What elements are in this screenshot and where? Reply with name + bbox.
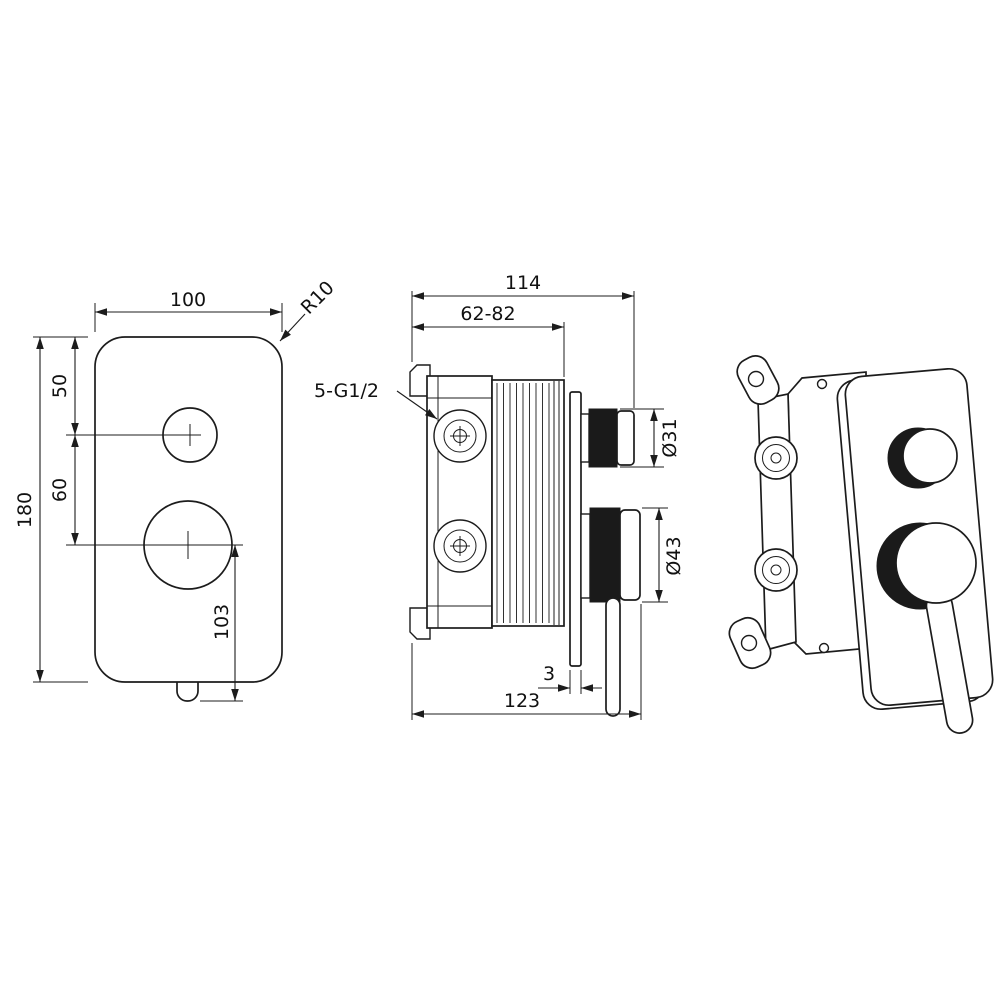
side-large-handle — [580, 507, 641, 717]
dim-lever-length: 103 — [193, 544, 243, 702]
dim-depth: 114 — [411, 272, 635, 408]
dim-small-handle-diameter-label: Ø31 — [659, 418, 681, 457]
dim-corner-radius: R10 — [279, 277, 339, 342]
dim-handle-spacing: 60 — [49, 435, 183, 546]
dim-large-handle-diameter: Ø43 — [642, 507, 685, 603]
dim-handle-spacing-label: 60 — [49, 478, 71, 502]
dim-plate-thickness: 3 — [538, 663, 602, 694]
dim-corner-radius-label: R10 — [297, 277, 339, 319]
dim-top-offset-label: 50 — [49, 374, 71, 398]
side-threaded-sleeve — [491, 379, 565, 627]
dim-front-height: 180 — [14, 336, 88, 683]
dim-large-handle-diameter-label: Ø43 — [663, 536, 685, 575]
side-small-handle — [580, 408, 635, 468]
dim-front-width-label: 100 — [170, 289, 206, 311]
iso-small-knob-face — [902, 428, 958, 484]
dim-lever-length-label: 103 — [211, 604, 233, 640]
iso-large-knob-face — [895, 522, 977, 604]
dim-total-depth-label: 123 — [504, 690, 540, 712]
side-lever — [605, 597, 621, 717]
side-wall-plate — [569, 391, 582, 667]
iso-top-ear-hole — [747, 370, 765, 388]
iso-ports — [754, 436, 798, 592]
side-view: 114 62-82 5-G1/2 Ø31 Ø43 — [314, 272, 685, 720]
isometric-view — [728, 355, 994, 734]
front-view: 100 R10 180 50 60 — [14, 277, 339, 702]
side-small-handle-knurl — [588, 408, 618, 468]
iso-bottom-ear-hole — [740, 634, 758, 652]
dim-adjustable-depth-label: 62-82 — [460, 303, 515, 325]
dim-plate-thickness-label: 3 — [543, 663, 555, 685]
dim-front-width: 100 — [94, 289, 283, 332]
side-ports — [433, 409, 487, 573]
dim-small-handle-diameter: Ø31 — [620, 408, 681, 468]
iso-screw-bottom — [818, 642, 830, 654]
side-large-handle-knurl — [589, 507, 621, 603]
dim-front-height-label: 180 — [14, 492, 36, 528]
thread-callout: 5-G1/2 — [314, 380, 438, 420]
dim-adjustable-depth: 62-82 — [412, 303, 565, 377]
dim-total-depth: 123 — [411, 604, 642, 720]
thread-callout-label: 5-G1/2 — [314, 380, 379, 402]
dim-top-offset: 50 — [49, 337, 185, 436]
iso-screw-top — [816, 378, 828, 390]
dim-depth-label: 114 — [505, 272, 541, 294]
